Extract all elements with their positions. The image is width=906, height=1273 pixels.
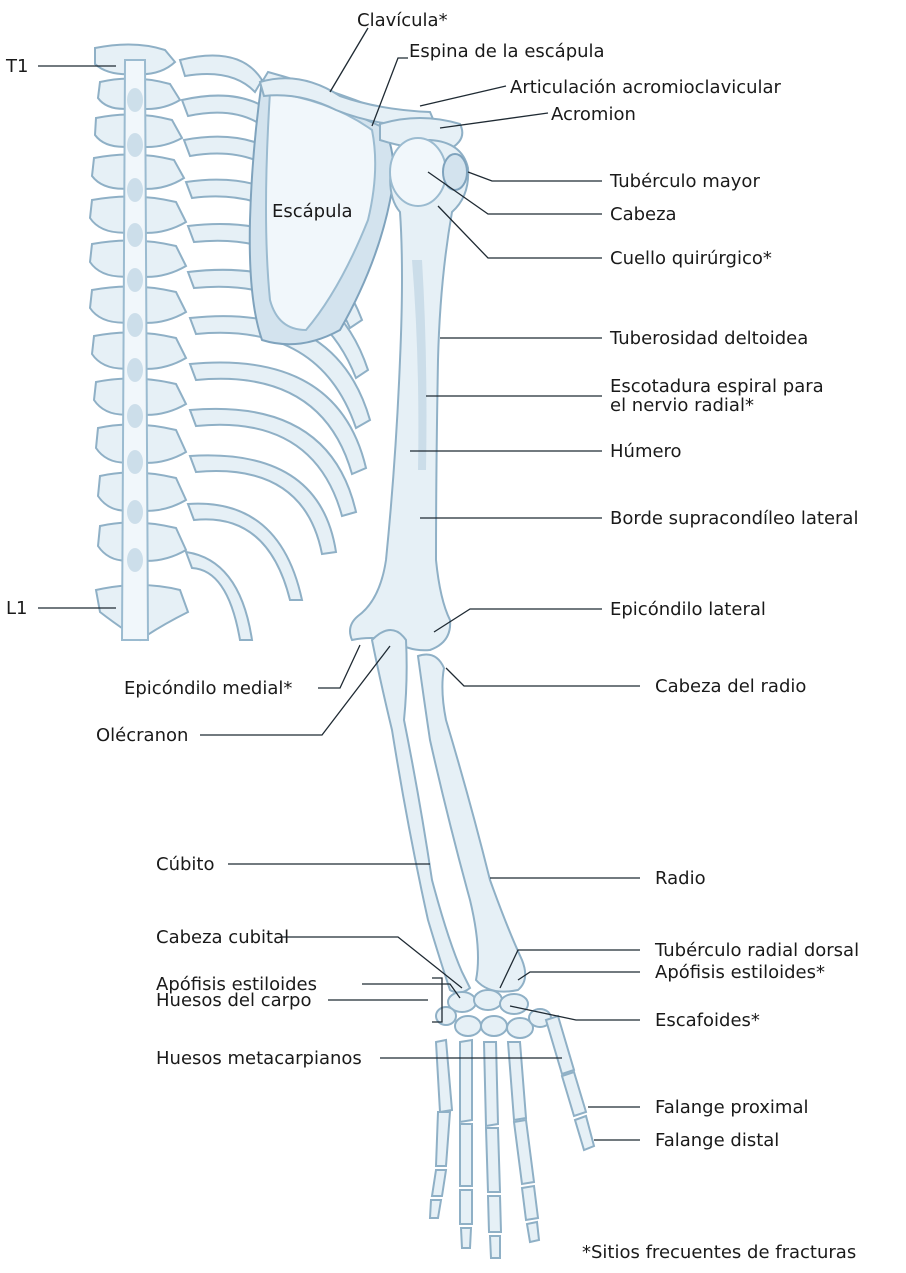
label-tuberosidad-deltoidea: Tuberosidad deltoidea bbox=[609, 328, 808, 349]
label-articulacion-acromioclavicular: Articulación acromioclavicular bbox=[510, 77, 782, 98]
label-huesos-metacarpianos: Huesos metacarpianos bbox=[156, 1048, 362, 1069]
label-borde-supracondileo: Borde supracondíleo lateral bbox=[610, 508, 858, 529]
label-escotadura-line2: el nervio radial* bbox=[610, 395, 754, 416]
label-huesos-carpo: Huesos del carpo bbox=[156, 990, 312, 1011]
label-falange-distal: Falange distal bbox=[655, 1130, 779, 1151]
label-escapula: Escápula bbox=[272, 201, 353, 222]
label-cuello-quirurgico: Cuello quirúrgico* bbox=[610, 248, 772, 269]
label-cabeza: Cabeza bbox=[610, 204, 677, 225]
label-cabeza-radio: Cabeza del radio bbox=[655, 676, 806, 697]
label-olecranon: Olécranon bbox=[96, 725, 188, 746]
carpals bbox=[436, 990, 551, 1038]
label-espina-escapula: Espina de la escápula bbox=[409, 41, 605, 62]
label-falange-proximal: Falange proximal bbox=[655, 1097, 809, 1118]
label-escafoides: Escafoides* bbox=[655, 1010, 760, 1031]
label-clavicula: Clavícula* bbox=[357, 10, 448, 31]
label-tuberculo-radial: Tubérculo radial dorsal bbox=[654, 940, 859, 961]
label-tuberculo-mayor: Tubérculo mayor bbox=[609, 171, 760, 192]
label-apofisis-estiloides-radial: Apófisis estiloides* bbox=[655, 962, 825, 983]
label-humero: Húmero bbox=[610, 441, 682, 462]
label-epicondilo-lateral: Epicóndilo lateral bbox=[610, 599, 766, 620]
label-l1: L1 bbox=[6, 598, 27, 619]
hand bbox=[430, 990, 594, 1258]
label-epicondilo-medial: Epicóndilo medial* bbox=[124, 678, 292, 699]
label-cabeza-cubital: Cabeza cubital bbox=[156, 927, 289, 948]
vertebral-column bbox=[90, 44, 188, 640]
label-acromion: Acromion bbox=[551, 104, 636, 125]
label-t1: T1 bbox=[5, 56, 28, 77]
label-cubito: Cúbito bbox=[156, 854, 214, 875]
label-radio: Radio bbox=[655, 868, 706, 889]
footnote: *Sitios frecuentes de fracturas bbox=[582, 1242, 856, 1263]
label-escotadura-line1: Escotadura espiral para bbox=[610, 376, 824, 397]
